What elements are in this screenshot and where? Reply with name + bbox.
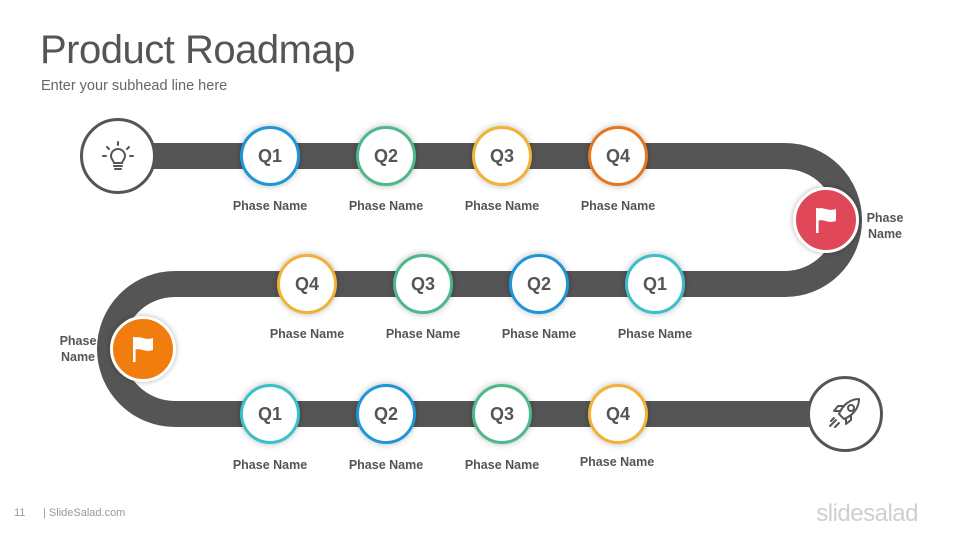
roadmap-node: Q3 — [472, 384, 532, 444]
flag-icon — [816, 208, 836, 233]
quarter-label: Q4 — [605, 145, 630, 166]
phase-label: Phase Name — [269, 327, 345, 341]
quarter-label: Q4 — [605, 403, 630, 424]
phase-label: Phase Name — [232, 458, 308, 472]
roadmap-node: Q1 — [625, 254, 685, 314]
quarter-label: Q3 — [410, 273, 435, 294]
roadmap-node: Q2 — [356, 384, 416, 444]
roadmap-node: Q4 — [588, 126, 648, 186]
roadmap-node: Q1 — [240, 384, 300, 444]
quarter-label: Q1 — [642, 273, 667, 294]
phase-label: Phase Name — [579, 455, 655, 469]
roadmap-node: Q3 — [472, 126, 532, 186]
quarter-label: Q2 — [526, 273, 551, 294]
quarter-label: Q4 — [294, 273, 319, 294]
quarter-label: Q1 — [257, 403, 282, 424]
roadmap-node: Q4 — [588, 384, 648, 444]
quarter-label: Q1 — [257, 145, 282, 166]
phase-label: Phase Name — [232, 199, 308, 213]
quarter-label: Q2 — [373, 403, 398, 424]
roadmap-node: Q2 — [356, 126, 416, 186]
flag-icon — [133, 337, 153, 362]
milestone-label: Phase Name — [59, 334, 97, 364]
page-number: 11 — [14, 507, 26, 519]
roadmap-node: Q2 — [509, 254, 569, 314]
brand-logo: slidesalad — [816, 500, 918, 527]
phase-label: Phase Name — [464, 199, 540, 213]
phase-label: Phase Name — [617, 327, 693, 341]
phase-label: Phase Name — [501, 327, 577, 341]
roadmap-node: Q3 — [393, 254, 453, 314]
milestone-node — [793, 187, 859, 253]
phase-label: Phase Name — [464, 458, 540, 472]
quarter-label: Q3 — [489, 145, 514, 166]
end-node — [807, 376, 883, 452]
phase-label: Phase Name — [348, 458, 424, 472]
phase-label: Phase Name — [580, 199, 656, 213]
roadmap-node: Q4 — [277, 254, 337, 314]
phase-label: Phase Name — [348, 199, 424, 213]
page-title: Product Roadmap — [40, 28, 355, 72]
rocket-icon — [829, 398, 860, 428]
lightbulb-icon — [102, 141, 134, 170]
milestone-node — [110, 316, 176, 382]
start-node — [80, 118, 156, 194]
roadmap-node: Q1 — [240, 126, 300, 186]
phase-label: Phase Name — [385, 327, 461, 341]
milestone-label: Phase Name — [866, 211, 904, 241]
page-subtitle: Enter your subhead line here — [41, 78, 228, 94]
footer-site-link[interactable]: | SlideSalad.com — [43, 507, 126, 519]
quarter-label: Q2 — [373, 145, 398, 166]
quarter-label: Q3 — [489, 403, 514, 424]
